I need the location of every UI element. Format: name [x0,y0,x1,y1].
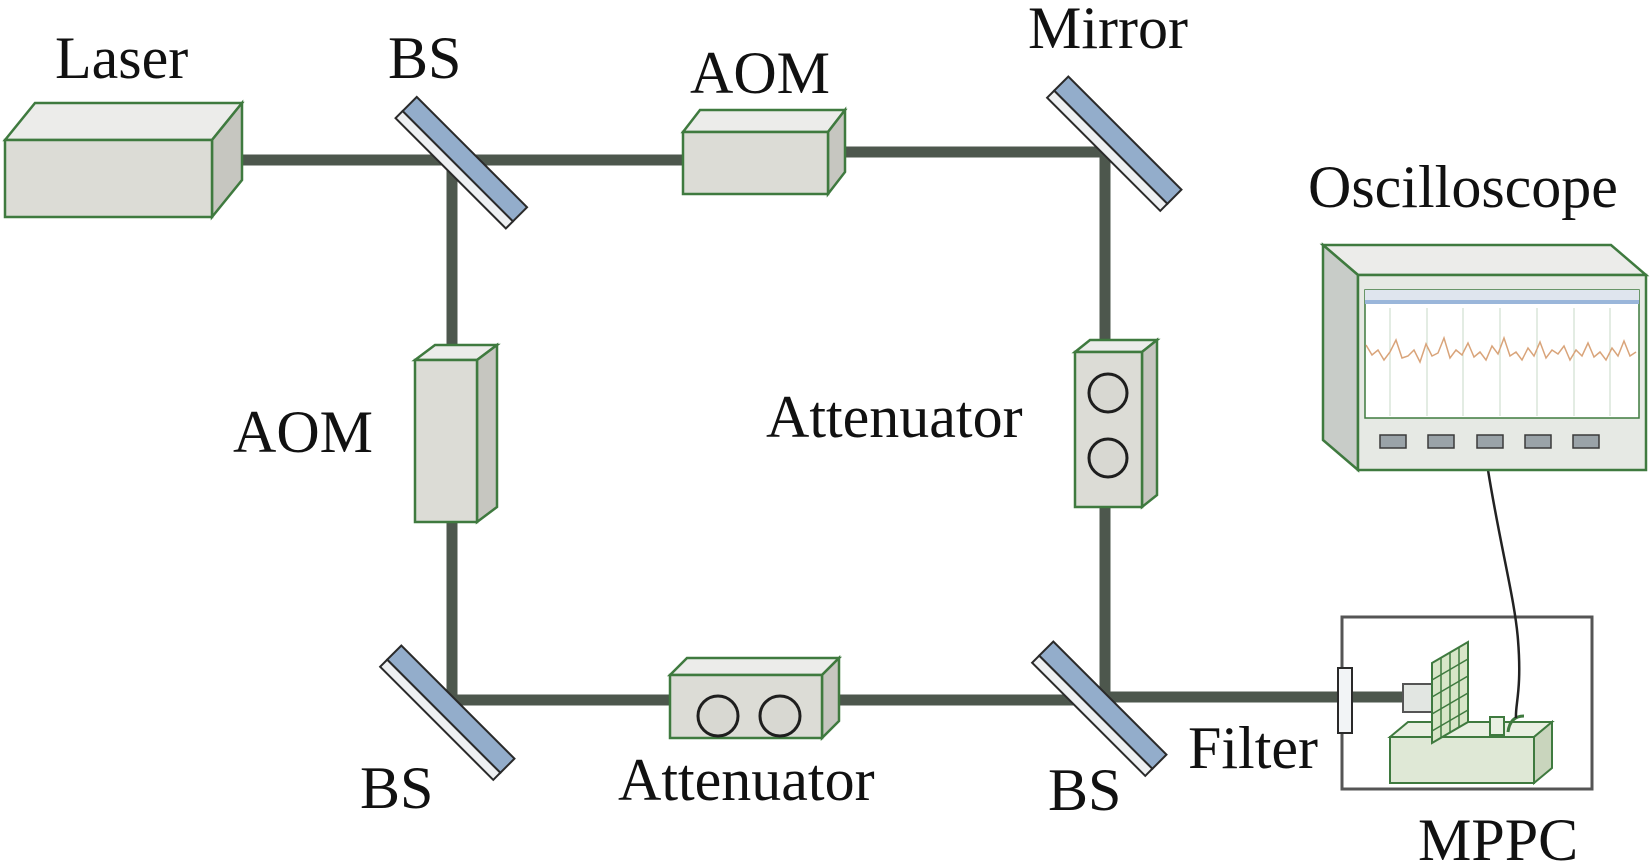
attenuator-right-hole-2 [1087,437,1129,479]
laser-box [2,99,245,221]
label-attenuator-right: Attenuator [766,384,1023,450]
oscilloscope-button-2 [1427,434,1455,449]
attenuator-bottom-box [666,654,843,742]
beam-paths [240,146,1410,706]
label-filter: Filter [1188,715,1318,781]
attenuator-right-hole-1 [1087,372,1129,414]
label-bs-bottom-right: BS [1048,757,1121,823]
label-laser: Laser [55,25,188,91]
attenuator-bottom-hole-2 [758,694,802,738]
label-mppc: MPPC [1418,807,1578,867]
aom-left-box [411,342,501,525]
filter [1337,667,1353,734]
oscilloscope-button-4 [1524,434,1552,449]
oscilloscope [1319,242,1650,473]
attenuator-bottom-hole-1 [696,694,740,738]
label-bs-top: BS [388,25,461,91]
label-attenuator-bottom: Attenuator [618,747,875,813]
beam-splitter-bottom-right [1030,640,1168,778]
labels: Laser BS AOM Mirror Oscilloscope AOM Att… [55,0,1618,867]
mppc-connector [1489,716,1505,736]
label-aom-left: AOM [233,399,373,465]
label-oscilloscope: Oscilloscope [1308,154,1618,220]
oscilloscope-button-3 [1476,434,1504,449]
oscilloscope-button-1 [1379,434,1407,449]
aom-top-box [680,106,848,198]
label-mirror: Mirror [1028,0,1188,61]
label-aom-top: AOM [690,40,830,106]
oscilloscope-trace [1365,335,1637,364]
mppc-detector [1387,640,1555,786]
mirror [1045,75,1183,213]
label-bs-bottom-left: BS [360,755,433,821]
oscilloscope-cable [1486,469,1521,719]
oscilloscope-button-5 [1572,434,1600,449]
beam-splitter-top-left [394,95,529,230]
beam-splitter-bottom-left [378,644,516,782]
oscilloscope-buttons [1379,434,1600,449]
attenuator-right-box [1071,337,1161,510]
